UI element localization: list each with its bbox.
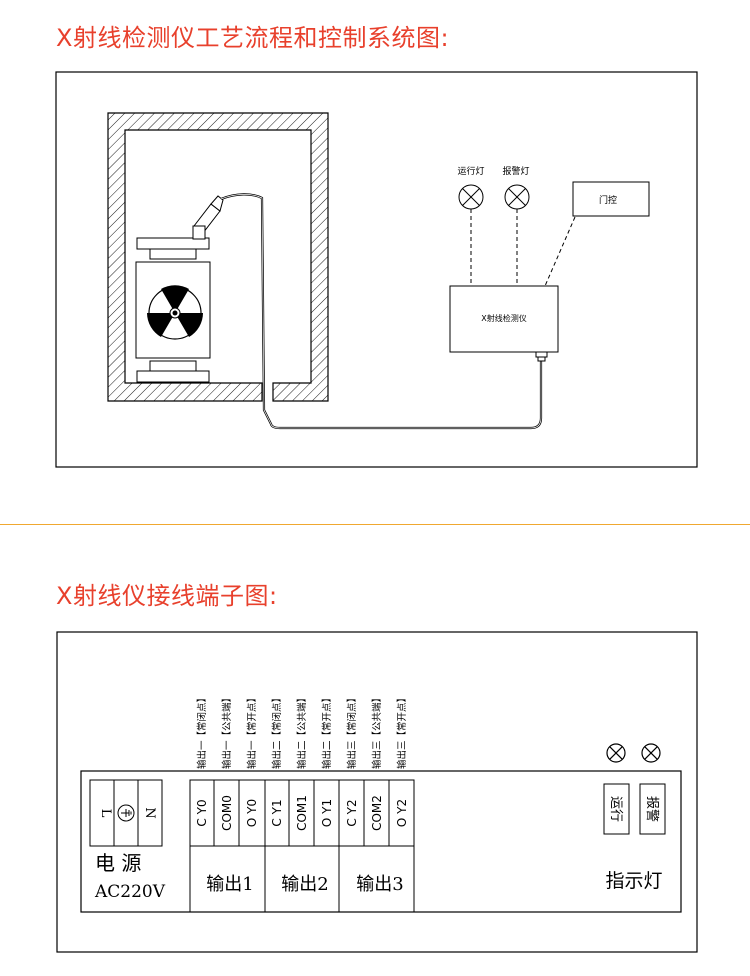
run-terminal-label: 运行: [608, 796, 623, 822]
terminal-diagram: L N 电 源 AC220V: [56, 631, 698, 953]
output2-label: 输出2: [281, 874, 328, 895]
terminal-oy1: O Y1: [320, 799, 334, 827]
power-group: L N 电 源 AC220V: [89, 779, 166, 902]
section2-title: X射线仪接线端子图:: [56, 582, 278, 610]
radiation-icon: [147, 285, 203, 340]
radiation-source: [135, 195, 224, 383]
note-oy0: 输出一【常开点】: [246, 693, 258, 769]
indicator-group: 运行 报警 指示灯: [603, 743, 666, 892]
output3-label: 输出3: [356, 874, 403, 895]
note-oy1: 输出二【常开点】: [321, 693, 333, 769]
run-terminal-box: [603, 783, 630, 835]
terminal-frame: [56, 631, 698, 953]
note-com2: 输出三【公共端】: [371, 693, 383, 769]
terminal-cy1: C Y1: [270, 799, 284, 826]
alarm-terminal-label: 报警: [644, 796, 660, 822]
note-com1: 输出二【公共端】: [296, 693, 308, 769]
note-cy1: 输出二【常闭点】: [271, 693, 283, 769]
terminal-notes: 输出一【常闭点】 输出一【公共端】 输出一【常开点】 输出二【常闭点】 输出二【…: [196, 693, 408, 769]
terminal-cy2: C Y2: [345, 799, 359, 826]
section-divider: [0, 524, 750, 525]
terminal-com1: COM1: [295, 795, 309, 831]
power-voltage: AC220V: [94, 882, 166, 902]
output-terminals: C Y0 COM0 O Y0 C Y1 COM1 O Y1 C Y2 COM2 …: [189, 779, 415, 912]
alarm-lamp-label: 报警灯: [502, 165, 529, 177]
detector-probe: [192, 195, 224, 240]
ground-icon: [117, 804, 135, 822]
terminal-oy0: O Y0: [245, 799, 259, 827]
process-diagram: 运行灯 报警灯 门控 X射线检测仪: [55, 71, 698, 468]
terminal-com2: COM2: [370, 795, 384, 831]
note-com0: 输出一【公共端】: [221, 693, 233, 769]
detector-unit-label: X射线检测仪: [481, 313, 526, 323]
run-indicator-lamp: [606, 743, 626, 763]
door-control-label: 门控: [599, 194, 617, 206]
shield-chamber: [107, 112, 329, 402]
run-lamp: [458, 184, 484, 286]
note-cy2: 输出三【常闭点】: [346, 693, 358, 769]
output1-label: 输出1: [206, 874, 253, 895]
detector-unit-box: [449, 285, 559, 353]
power-label: 电 源: [95, 851, 141, 875]
terminal-oy2: O Y2: [395, 799, 409, 827]
door-control-box: [572, 181, 650, 217]
alarm-lamp: [504, 184, 530, 286]
run-lamp-label: 运行灯: [457, 165, 484, 177]
note-oy2: 输出三【常开点】: [396, 693, 408, 769]
note-cy0: 输出一【常闭点】: [196, 693, 208, 769]
unit-connector: [535, 351, 548, 358]
section1-title: X射线检测仪工艺流程和控制系统图:: [56, 24, 450, 52]
door-link-line: [544, 216, 576, 287]
alarm-terminal-box: [639, 783, 666, 835]
process-frame: [55, 71, 698, 468]
alarm-indicator-lamp: [641, 743, 661, 763]
power-terminal-L: L: [98, 809, 113, 818]
power-terminal-N: N: [142, 807, 157, 818]
terminal-com0: COM0: [220, 795, 234, 831]
indicator-label: 指示灯: [605, 870, 662, 892]
terminal-cy0: C Y0: [195, 799, 209, 826]
